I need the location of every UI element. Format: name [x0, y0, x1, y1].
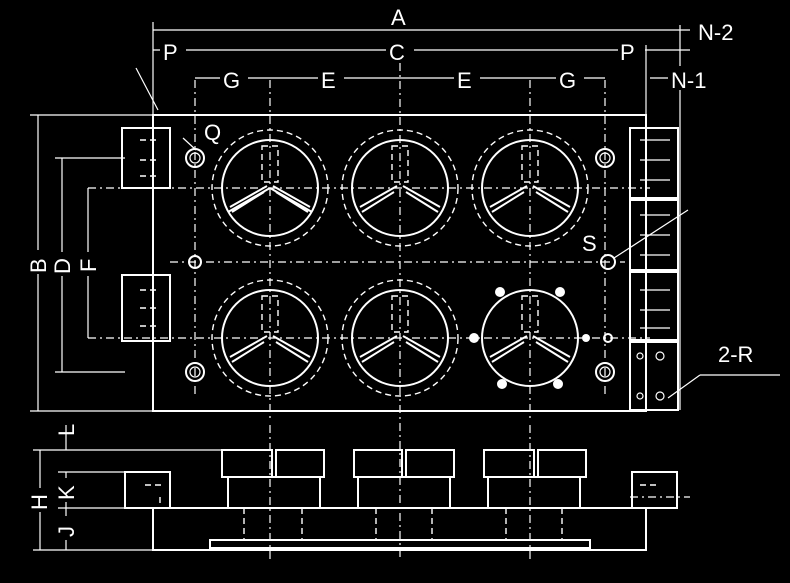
right-connector-stack [629, 127, 679, 411]
label-K: K [54, 485, 79, 500]
label-B: B [26, 258, 51, 273]
label-C: C [389, 40, 405, 65]
label-H: H [27, 494, 52, 510]
label-2-R: 2-R [718, 342, 753, 367]
label-N-1: N-1 [671, 68, 706, 93]
label-A: A [391, 5, 406, 30]
left-connector-bottom [121, 274, 171, 342]
label-P-left: P [163, 40, 178, 65]
chuck-bottom-1 [211, 279, 329, 397]
label-F: F [76, 259, 101, 272]
label-D: D [50, 258, 75, 274]
front-chuck-2 [353, 449, 455, 540]
chuck-top-2 [341, 129, 459, 247]
left-connector-top [121, 127, 171, 189]
label-G-left: G [223, 68, 240, 93]
dimension-labels: A C P P G E E G N-2 N-1 Q S 2-R B D F H … [26, 4, 757, 540]
label-Q: Q [204, 120, 221, 145]
chuck-top-1 [211, 129, 329, 247]
label-E-right: E [457, 68, 472, 93]
mounting-holes [185, 148, 616, 382]
top-view [88, 45, 780, 560]
label-P-right: P [620, 40, 635, 65]
label-L: L [54, 424, 79, 436]
front-chuck-1 [221, 449, 325, 540]
label-S: S [582, 231, 597, 256]
front-chuck-3 [483, 449, 587, 540]
chuck-top-3 [471, 129, 589, 247]
front-view [33, 425, 690, 560]
chuck-bottom-2 [341, 279, 459, 397]
label-G-right: G [559, 68, 576, 93]
chuck-bottom-3 [469, 287, 590, 389]
label-N-2: N-2 [698, 20, 733, 45]
label-J: J [54, 526, 79, 537]
label-E-left: E [321, 68, 336, 93]
